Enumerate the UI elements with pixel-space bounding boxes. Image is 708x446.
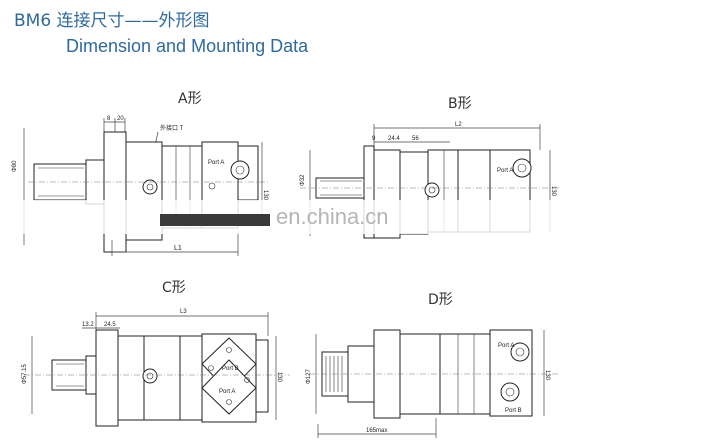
watermark-text: en.china.cn [276, 204, 389, 229]
view-b-dim-d2: 24.4 [388, 136, 400, 142]
view-a-dim-d2: 20 [117, 116, 124, 122]
view-c-port-b: Port B [222, 366, 239, 372]
view-c-label: C形 [162, 280, 186, 296]
view-b-dim-length: L2 [455, 122, 462, 128]
view-b-dim-d1: 9 [372, 136, 376, 142]
view-c-dim-shaft: Φ57.15 [22, 364, 28, 384]
view-c-dim-d1: 13.2 [82, 322, 94, 328]
view-c-dim-height: 130 [276, 372, 282, 383]
view-d-drawing: D形 Port A Port B 130 Φ127 165max [306, 292, 560, 438]
view-d-label: D形 [428, 292, 453, 308]
view-d-dim-length: 165max [366, 428, 387, 434]
view-d-port-b: Port B [505, 408, 522, 414]
view-a-port-a: Port A [208, 160, 224, 166]
view-c-dim-d2: 24.5 [104, 322, 116, 328]
view-b-dim-d3: 56 [412, 136, 419, 142]
view-c-drawing: C形 L3 13.2 24.5 Port B Port A 130 [22, 280, 290, 427]
view-d-port-a: Port A [498, 343, 514, 349]
view-b-port-a: Port A [497, 168, 513, 174]
view-c-dim-length: L3 [180, 309, 187, 315]
view-d-dim-height: 130 [544, 370, 550, 381]
view-a-dim-height: 130 [262, 190, 268, 201]
view-b-dim-shaft: Φ32 [300, 174, 306, 186]
view-a-dim-shaft: Φ80 [12, 160, 18, 172]
title-english: Dimension and Mounting Data [66, 36, 309, 56]
view-a-dim-length: L1 [174, 245, 182, 252]
view-b-label: B形 [448, 96, 472, 112]
view-a-note: 外接口 T [160, 124, 184, 132]
view-b-dim-height: 130 [550, 186, 556, 197]
view-d-dim-shaft: Φ127 [306, 369, 312, 384]
view-c-port-a: Port A [219, 389, 235, 395]
view-a-dim-d1: 8 [107, 116, 111, 122]
watermark-band: en.china.cn [20, 200, 580, 234]
view-a-label: A形 [178, 91, 202, 107]
title-chinese: BM6 连接尺寸——外形图 [14, 11, 210, 31]
